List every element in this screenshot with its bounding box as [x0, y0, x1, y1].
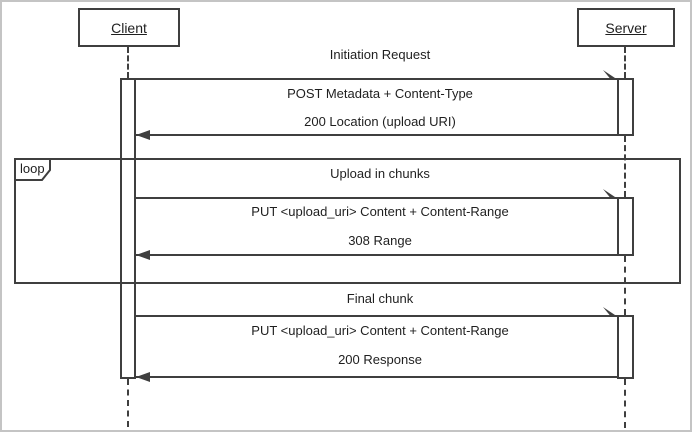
initiation-response-label: 200 Location (upload URI): [304, 114, 456, 129]
client-lifeline-segment: [127, 379, 129, 427]
final-response-label: 200 Response: [338, 352, 422, 367]
response-arrowhead-icon: [136, 372, 150, 382]
server-activation-bar-initiation: [617, 78, 634, 136]
initiation-response-line: [136, 134, 617, 136]
server-lifeline-segment: [624, 47, 626, 78]
loop-title-label: Upload in chunks: [330, 166, 430, 181]
client-activation-bar: [120, 78, 136, 379]
final-request-line: [136, 315, 617, 317]
request-arrowhead-icon: [603, 189, 618, 199]
server-activation-bar-loop: [617, 197, 634, 256]
response-arrowhead-icon: [136, 130, 150, 140]
final-title-label: Final chunk: [346, 291, 414, 306]
loop-response-label: 308 Range: [348, 233, 412, 248]
initiation-title-label: Initiation Request: [329, 47, 431, 62]
server-lifeline-segment: [624, 136, 626, 197]
initiation-request-line: [136, 78, 617, 80]
client-lifeline-segment: [127, 47, 129, 78]
server-lifeline-segment: [624, 256, 626, 315]
loop-response-line: [136, 254, 617, 256]
loop-pentagon-shape: [14, 158, 51, 181]
actor-box-server: Server: [577, 8, 675, 47]
final-response-line: [136, 376, 617, 378]
actor-box-client: Client: [78, 8, 180, 47]
actor-label-client: Client: [111, 19, 147, 36]
final-request-label: PUT <upload_uri> Content + Content-Range: [251, 323, 509, 338]
loop-operator-label: loop: [20, 161, 45, 176]
loop-request-line: [136, 197, 617, 199]
initiation-request-label: POST Metadata + Content-Type: [287, 86, 473, 101]
server-lifeline-segment: [624, 379, 626, 428]
loop-request-label: PUT <upload_uri> Content + Content-Range: [251, 204, 509, 219]
response-arrowhead-icon: [136, 250, 150, 260]
request-arrowhead-icon: [603, 307, 618, 317]
request-arrowhead-icon: [603, 70, 618, 80]
loop-operator-pentagon: loop: [14, 158, 54, 182]
loop-fragment-frame: [14, 158, 681, 284]
server-activation-bar-final: [617, 315, 634, 379]
actor-label-server: Server: [605, 19, 647, 36]
